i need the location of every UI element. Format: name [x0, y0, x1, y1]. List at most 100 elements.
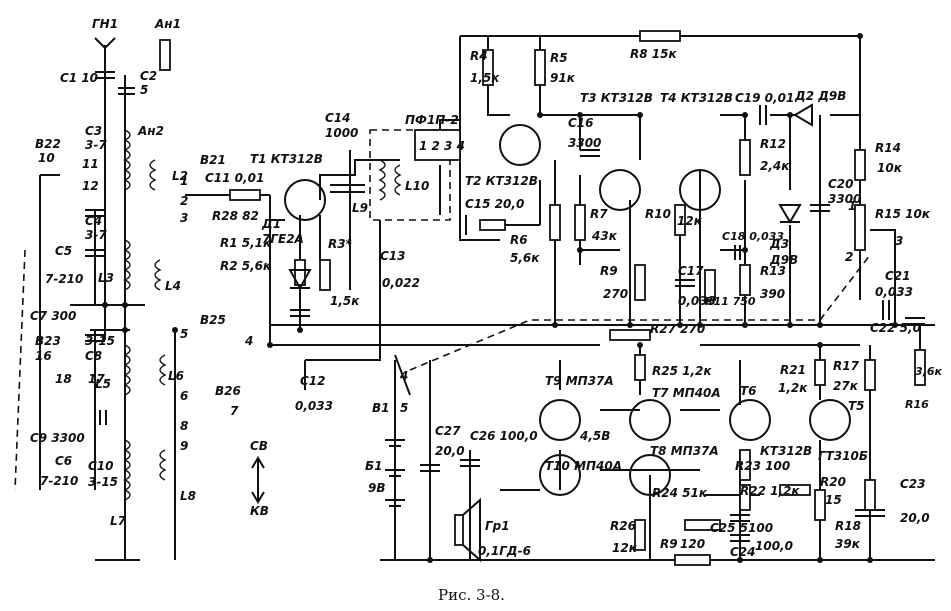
- label-n12: 12: [82, 179, 99, 193]
- label-pf: ПФ1П-2: [405, 113, 459, 127]
- label-r14v: 10к: [877, 161, 903, 175]
- antenna-socket: [159, 39, 171, 71]
- label-c12v: 0,033: [295, 399, 333, 413]
- label-n7: 7: [230, 404, 239, 418]
- resistors: [229, 30, 926, 566]
- label-t5type: ГТ310Б: [818, 449, 868, 463]
- label-n11: 11: [82, 157, 99, 171]
- junction-dots: [102, 33, 898, 563]
- label-r9v: 270: [603, 287, 628, 301]
- label-t8: Т8 МП37А: [650, 444, 719, 458]
- label-p2b: 2: [845, 250, 853, 264]
- label-r18v: 39к: [835, 537, 861, 551]
- label-c5v: 7-210: [45, 272, 83, 286]
- label-c22: С22 5,0: [870, 321, 921, 335]
- ceramic-filter: [414, 129, 461, 161]
- label-b23v: 16: [35, 349, 52, 363]
- coils: [123, 129, 402, 501]
- label-n4: 4: [244, 334, 253, 348]
- label-r10v: 12к: [677, 214, 703, 228]
- label-r1: R1 5,1к: [220, 236, 272, 250]
- label-an2: Ан2: [137, 124, 164, 138]
- label-r21: R21: [780, 363, 806, 377]
- label-b21: В21: [200, 153, 226, 167]
- label-c2v: 5: [140, 83, 148, 97]
- label-b22v: 10: [38, 151, 55, 165]
- label-c27: С27: [435, 424, 461, 438]
- label-l3: L3: [98, 271, 114, 285]
- label-t4: Т4 КТ312В: [660, 91, 733, 105]
- label-pf-pins: 1 2 3 4: [419, 139, 465, 153]
- label-c23: С23: [900, 477, 926, 491]
- label-l4: L4: [165, 279, 181, 293]
- label-t10: Т10 МП40А: [545, 459, 622, 473]
- label-r25: R25 1,2к: [652, 364, 712, 378]
- label-r15: R15 10к: [875, 207, 931, 221]
- label-r14: R14: [875, 141, 901, 155]
- label-r3: R3*: [328, 237, 353, 251]
- label-r2: R2 5,6к: [220, 259, 272, 273]
- label-l7: L7: [110, 514, 127, 528]
- label-c25: С25 5100: [710, 521, 773, 535]
- label-r23: R23 100: [735, 459, 790, 473]
- speaker-icon: [454, 497, 481, 563]
- label-l10: L10: [405, 179, 429, 193]
- label-c21: С21: [885, 269, 911, 283]
- band-switch-arrow: [251, 456, 265, 504]
- label-r7v: 43к: [591, 229, 618, 243]
- label-r13v: 390: [760, 287, 785, 301]
- label-c10: С10: [88, 459, 114, 473]
- label-c23v: 20,0: [900, 511, 930, 525]
- label-c16: С16: [568, 116, 594, 130]
- transistors: [284, 124, 851, 496]
- label-c5: С5: [55, 244, 72, 258]
- label-r10: R10: [645, 207, 671, 221]
- label-c15: С15 20,0: [465, 197, 524, 211]
- label-r5v: 91к: [550, 71, 576, 85]
- label-l6: L6: [168, 369, 184, 383]
- label-r26: R26: [610, 519, 636, 533]
- figure-caption: Рис. 3-8.: [438, 586, 505, 604]
- label-c8: С8: [85, 349, 102, 363]
- label-b1: В1: [372, 401, 390, 415]
- label-c2: С2: [140, 69, 157, 83]
- label-c3: С3: [85, 124, 102, 138]
- label-bat: Б1: [365, 459, 383, 473]
- wires: [39, 35, 935, 561]
- label-kv: КВ: [250, 504, 269, 518]
- label-t2: Т2 КТ312В: [465, 174, 538, 188]
- label-c26: С26 100,0: [470, 429, 538, 443]
- label-r7: R7: [590, 207, 608, 221]
- label-c16v: 3300: [568, 136, 601, 150]
- label-r11: R11 750: [705, 295, 756, 308]
- label-r24: R24 51к: [652, 486, 708, 500]
- label-v458: 4,5В: [579, 429, 610, 443]
- label-t6: Т6: [740, 384, 757, 398]
- pf-shield: [369, 129, 451, 221]
- label-c9: С9 3300: [30, 431, 85, 445]
- label-sv: СВ: [250, 439, 268, 453]
- label-l9: L9: [352, 201, 368, 215]
- label-gn1: ГН1: [92, 17, 118, 31]
- label-c10v: 3-15: [88, 475, 118, 489]
- label-t3: Т3 КТ312В: [580, 91, 653, 105]
- label-r12v: 2,4к: [760, 159, 790, 173]
- label-n6: 6: [180, 389, 188, 403]
- gang-link-left: [14, 249, 26, 491]
- label-l2: L2: [172, 169, 188, 183]
- label-c14: С14: [325, 111, 351, 125]
- label-r3v: 1,5к: [330, 294, 360, 308]
- label-c4v: 3-7: [85, 228, 107, 242]
- label-t9: Т9 МП37А: [545, 374, 614, 388]
- label-batv: 9В: [368, 481, 386, 495]
- label-c1: С1 10: [60, 71, 98, 85]
- label-c20: С20: [828, 177, 854, 191]
- label-r8: R8 15к: [630, 47, 677, 61]
- label-c11: С11 0,01: [205, 171, 264, 185]
- label-b22: В22: [35, 137, 61, 151]
- label-d3v: Д9В: [769, 253, 798, 267]
- label-r5: R5: [550, 51, 568, 65]
- label-r19: R9: [660, 537, 678, 551]
- label-d3: Д3: [769, 237, 789, 251]
- label-r9: R9: [600, 264, 618, 278]
